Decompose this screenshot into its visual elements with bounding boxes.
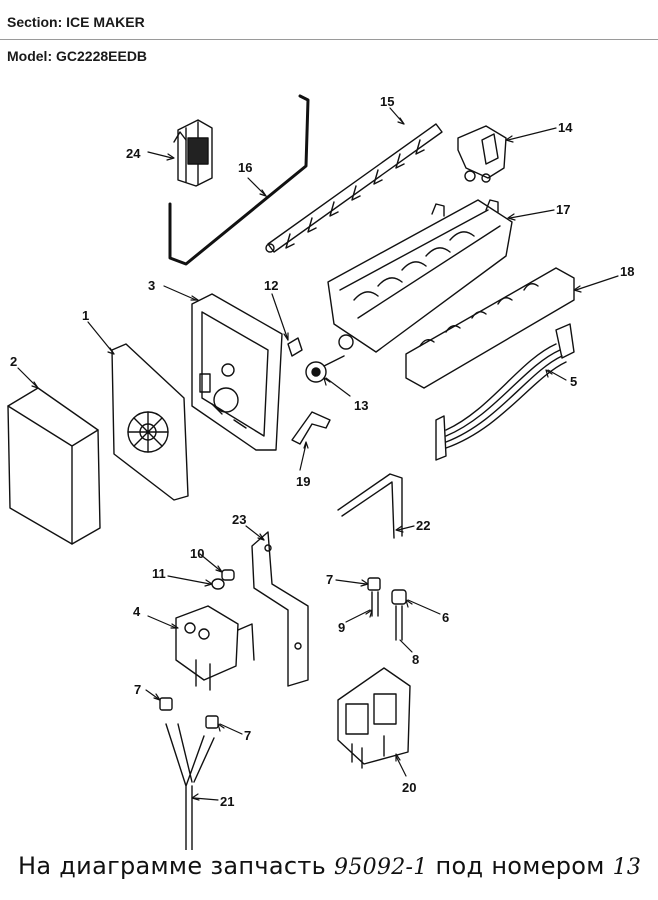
- callout-10: 10: [190, 546, 204, 561]
- part-10-nut: [221, 569, 235, 581]
- part-2-box-cover: [7, 387, 101, 545]
- callout-17: 17: [556, 202, 570, 217]
- part-24-bracket: [173, 119, 213, 187]
- callout-12: 12: [264, 278, 278, 293]
- part-23-bracket: [251, 531, 309, 687]
- part-11-washer: [211, 578, 225, 590]
- caption-text-before: На диаграмме запчасть: [18, 852, 327, 880]
- part-15-ejector: [265, 123, 443, 253]
- callout-5: 5: [570, 374, 577, 389]
- part-16-wire-arm: [168, 94, 310, 266]
- callout-14: 14: [558, 120, 573, 135]
- callout-6: 6: [442, 610, 449, 625]
- part-19-bracket: [291, 411, 331, 445]
- callout-19: 19: [296, 474, 310, 489]
- callout-7a: 7: [326, 572, 333, 587]
- part-7-nut-upper: [367, 577, 381, 591]
- callout-3: 3: [148, 278, 155, 293]
- part-22-fill-tube: [337, 473, 403, 539]
- part-3-housing: [191, 293, 283, 451]
- section-header: Section: ICE MAKER: [7, 14, 145, 30]
- leader-lines: [17, 107, 619, 801]
- part-9-insert: [371, 591, 379, 617]
- callout-8: 8: [412, 652, 419, 667]
- part-7-nut-left: [159, 697, 173, 711]
- caption-part-number: 95092-1: [334, 855, 428, 880]
- exploded-parts-diagram: 1 2 3 4 5 6 7 7 7 8 9 10 11 12 13 14 15 …: [7, 94, 634, 850]
- callout-23: 23: [232, 512, 246, 527]
- callout-21: 21: [220, 794, 234, 809]
- callout-4: 4: [133, 604, 141, 619]
- part-8-tube: [395, 605, 403, 641]
- callout-7c: 7: [244, 728, 251, 743]
- callout-2: 2: [10, 354, 17, 369]
- callout-9: 9: [338, 620, 345, 635]
- model-header: Model: GC2228EEDB: [7, 48, 147, 64]
- part-4-valve: [175, 605, 255, 691]
- caption: На диаграмме запчасть 95092-1 под номеро…: [18, 852, 648, 880]
- part-13-thermostat: [305, 355, 345, 383]
- part-14-cam: [457, 125, 507, 183]
- callout-labels: 1 2 3 4 5 6 7 7 7 8 9 10 11 12 13 14 15 …: [10, 94, 634, 809]
- model-value: GC2228EEDB: [56, 48, 148, 64]
- part-17-mold: [327, 199, 513, 353]
- section-label: Section:: [7, 14, 63, 30]
- callout-22: 22: [416, 518, 430, 533]
- part-6-fitting: [391, 589, 407, 605]
- section-value: ICE MAKER: [66, 14, 145, 30]
- part-12-clip: [287, 337, 303, 357]
- callout-13: 13: [354, 398, 368, 413]
- part-5-harness: [435, 323, 575, 461]
- callout-18: 18: [620, 264, 634, 279]
- callout-16: 16: [238, 160, 252, 175]
- part-21-y-tube: [165, 723, 215, 850]
- part-7-nut-right: [205, 715, 219, 729]
- callout-24: 24: [126, 146, 141, 161]
- caption-text-middle: под номером: [435, 852, 605, 880]
- part-20-valve-assembly: [337, 667, 411, 769]
- callout-11: 11: [152, 566, 166, 581]
- part-1-cover-plate: [111, 343, 189, 501]
- header-divider: [0, 39, 658, 40]
- model-label: Model:: [7, 48, 53, 64]
- callout-1: 1: [82, 308, 89, 323]
- callout-15: 15: [380, 94, 394, 109]
- caption-callout-number: 13: [612, 855, 642, 880]
- callout-7b: 7: [134, 682, 141, 697]
- part-18-fill-cup: [405, 267, 575, 389]
- callout-20: 20: [402, 780, 416, 795]
